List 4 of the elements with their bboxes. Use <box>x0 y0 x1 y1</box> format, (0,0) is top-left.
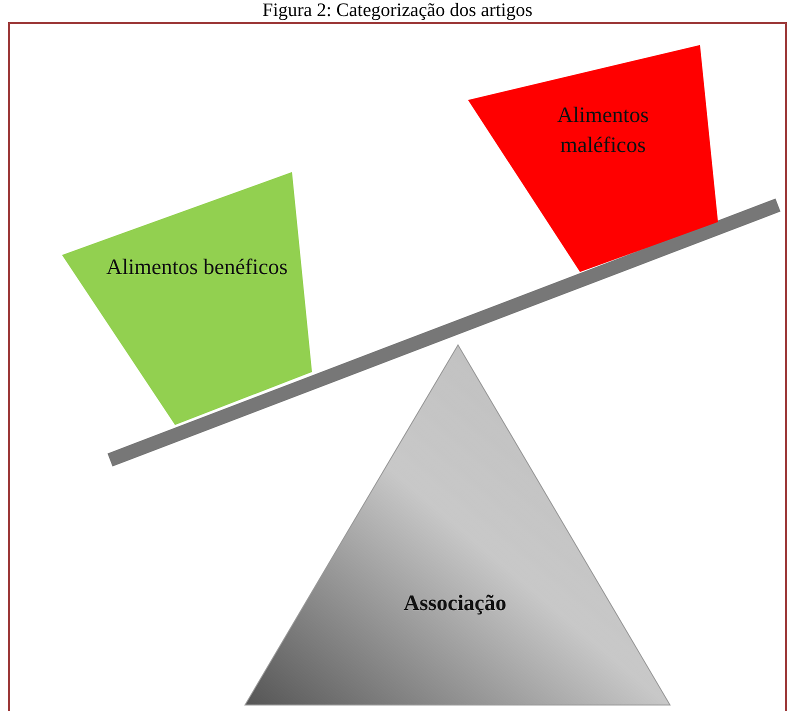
block-label: Alimentos maléficos <box>556 101 650 159</box>
figure-title: Figura 2: Categorização dos artigos <box>261 0 534 22</box>
block-label: Alimentos benéficos <box>105 253 289 281</box>
block-label: Associação <box>402 589 508 617</box>
